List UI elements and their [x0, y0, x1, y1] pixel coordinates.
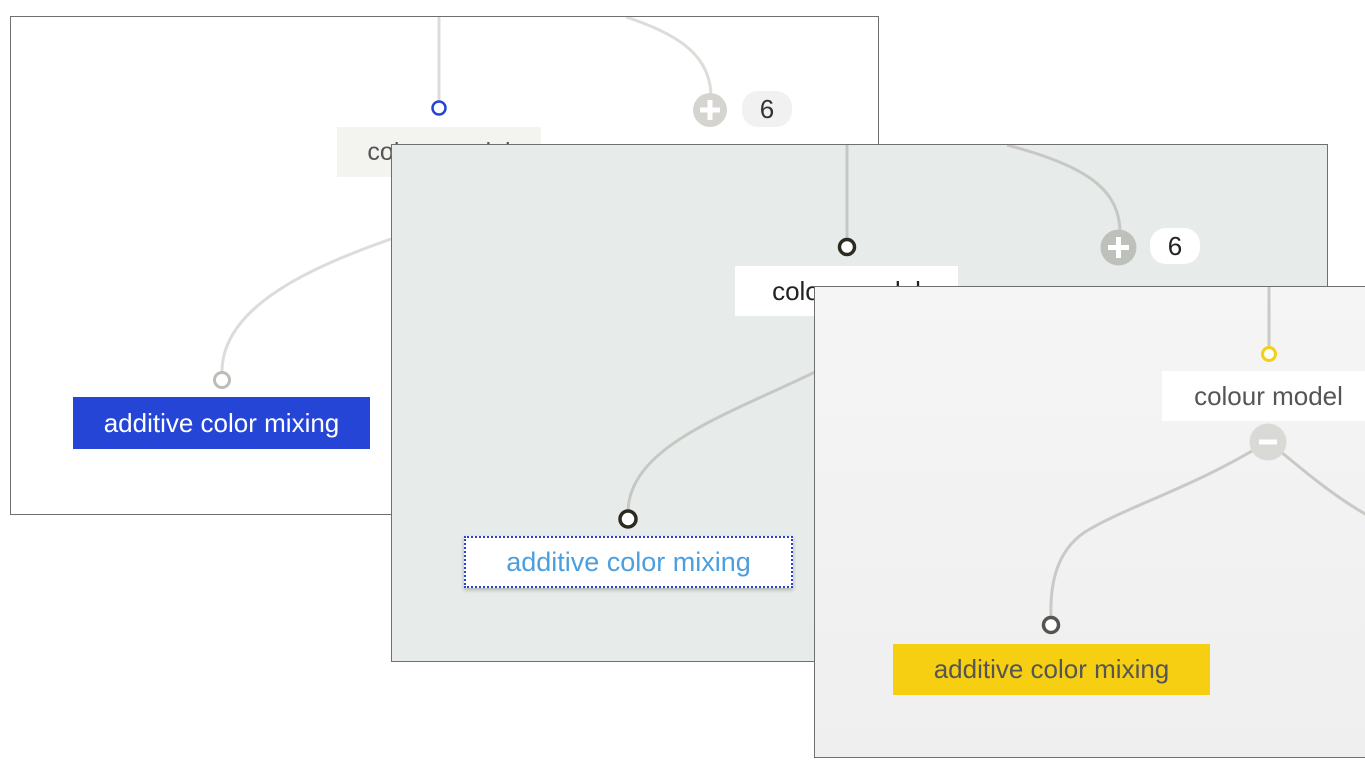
mindmap-panel-yellow: colour model additive color mixing	[814, 286, 1365, 758]
plus-circle-icon	[1100, 229, 1137, 266]
hidden-children-count[interactable]: 6	[1150, 228, 1200, 264]
child-node-additive-color-mixing[interactable]: additive color mixing	[464, 536, 793, 588]
connector-lines	[618, 145, 1122, 529]
top-handle-dot[interactable]	[1261, 346, 1277, 362]
collapse-button[interactable]	[1249, 423, 1287, 461]
child-handle-dot[interactable]	[213, 371, 231, 389]
child-handle-dot[interactable]	[1041, 615, 1061, 635]
parent-node-colour-model[interactable]: colour model	[1162, 371, 1365, 421]
expand-button[interactable]	[1100, 229, 1137, 266]
child-node-additive-color-mixing[interactable]: additive color mixing	[73, 397, 370, 449]
top-handle-dot[interactable]	[431, 100, 447, 116]
plus-circle-icon	[693, 93, 727, 127]
connector-lines	[213, 17, 713, 389]
top-handle-dot[interactable]	[837, 237, 857, 257]
child-node-additive-color-mixing[interactable]: additive color mixing	[893, 644, 1210, 695]
minus-circle-icon	[1249, 423, 1287, 461]
child-handle-dot[interactable]	[618, 509, 638, 529]
expand-button[interactable]	[692, 92, 728, 128]
hidden-children-count[interactable]: 6	[742, 91, 792, 127]
